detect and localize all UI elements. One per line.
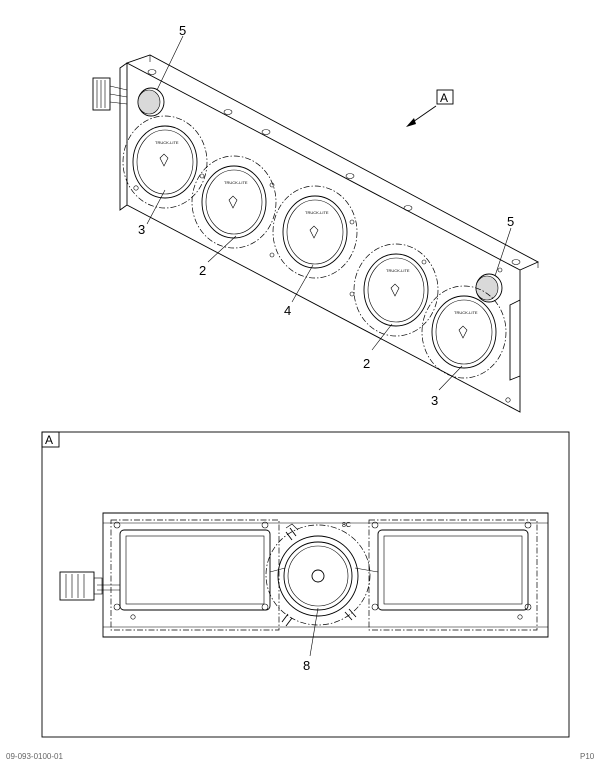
detail-callout: 8 [303, 607, 319, 673]
detail-speaker: 8C [265, 522, 371, 627]
page-ref: P10 [580, 752, 595, 761]
lamp-brand-text: TRUCK-LITE [305, 210, 329, 215]
callout-3-left: 3 [138, 222, 145, 237]
detail-a-label: A [45, 433, 53, 447]
grommet-left [137, 87, 165, 117]
view-a-indicator: A [406, 89, 454, 127]
lamp-brand-text: TRUCK-LITE [454, 310, 478, 315]
detail-a-box: A [41, 431, 570, 738]
view-a-label: A [440, 91, 448, 105]
detail-harness-connector [59, 571, 103, 601]
wire-harness-connector [92, 77, 128, 111]
callout-5-right: 5 [507, 214, 514, 229]
callout-3-right: 3 [431, 393, 438, 408]
callout-2-right: 2 [363, 356, 370, 371]
callouts: 5 5 3 2 4 2 3 [138, 23, 514, 408]
callout-2-left: 2 [199, 263, 206, 278]
figure-id: 09-093-0100-01 [6, 752, 63, 761]
lamp-3: TRUCK-LITE [272, 185, 358, 279]
lamp-brand-text: TRUCK-LITE [155, 140, 179, 145]
lamp-1: TRUCK-LITE [122, 115, 208, 209]
detail-panel-rear [97, 512, 549, 638]
light-panel-assembly [119, 54, 540, 413]
detail-part-mark: 8C [342, 522, 351, 529]
view-arrowhead [406, 118, 416, 127]
lamp-brand-text: TRUCK-LITE [224, 180, 248, 185]
lamp-brand-text: TRUCK-LITE [386, 268, 410, 273]
lamp-2: TRUCK-LITE [191, 155, 277, 249]
grommet-right [475, 273, 503, 303]
lamp-4: TRUCK-LITE [353, 243, 439, 337]
callout-5-left: 5 [179, 23, 186, 38]
lamp-5: TRUCK-LITE [421, 285, 507, 379]
callout-8: 8 [303, 658, 310, 673]
callout-4: 4 [284, 303, 291, 318]
